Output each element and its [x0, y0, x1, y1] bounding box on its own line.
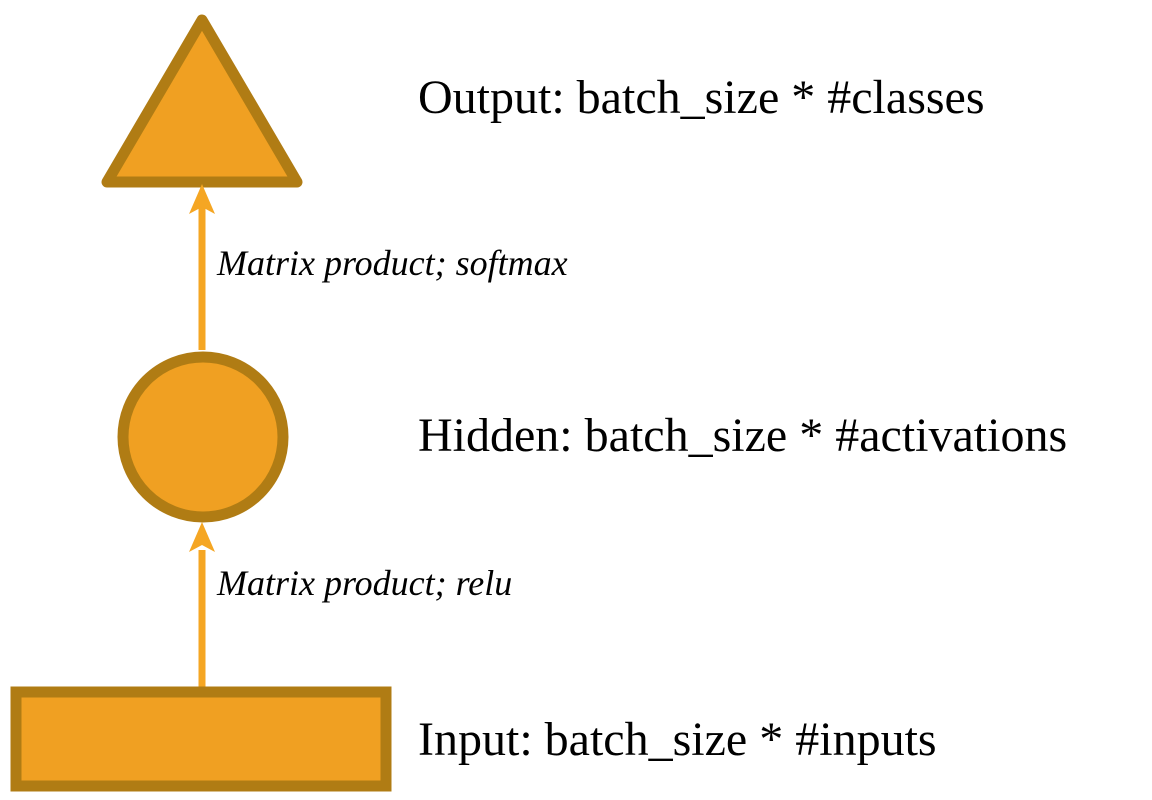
arrow-input-to-hidden	[189, 522, 215, 692]
input-layer-label: Input: batch_size * #inputs	[418, 713, 937, 766]
output-layer-label: Output: batch_size * #classes	[418, 71, 985, 124]
arrow-head-icon	[189, 184, 215, 214]
circle-node-icon[interactable]	[117, 351, 289, 523]
triangle-node-icon[interactable]	[101, 14, 303, 188]
edge-label-hidden-to-output: Matrix product; softmax	[217, 243, 568, 283]
edge-label-input-to-hidden: Matrix product; relu	[217, 563, 513, 603]
hidden-layer-label: Hidden: batch_size * #activations	[418, 409, 1068, 462]
rectangle-node-icon[interactable]	[10, 686, 392, 792]
arrow-hidden-to-output	[189, 184, 215, 350]
arrow-head-icon	[189, 522, 215, 552]
